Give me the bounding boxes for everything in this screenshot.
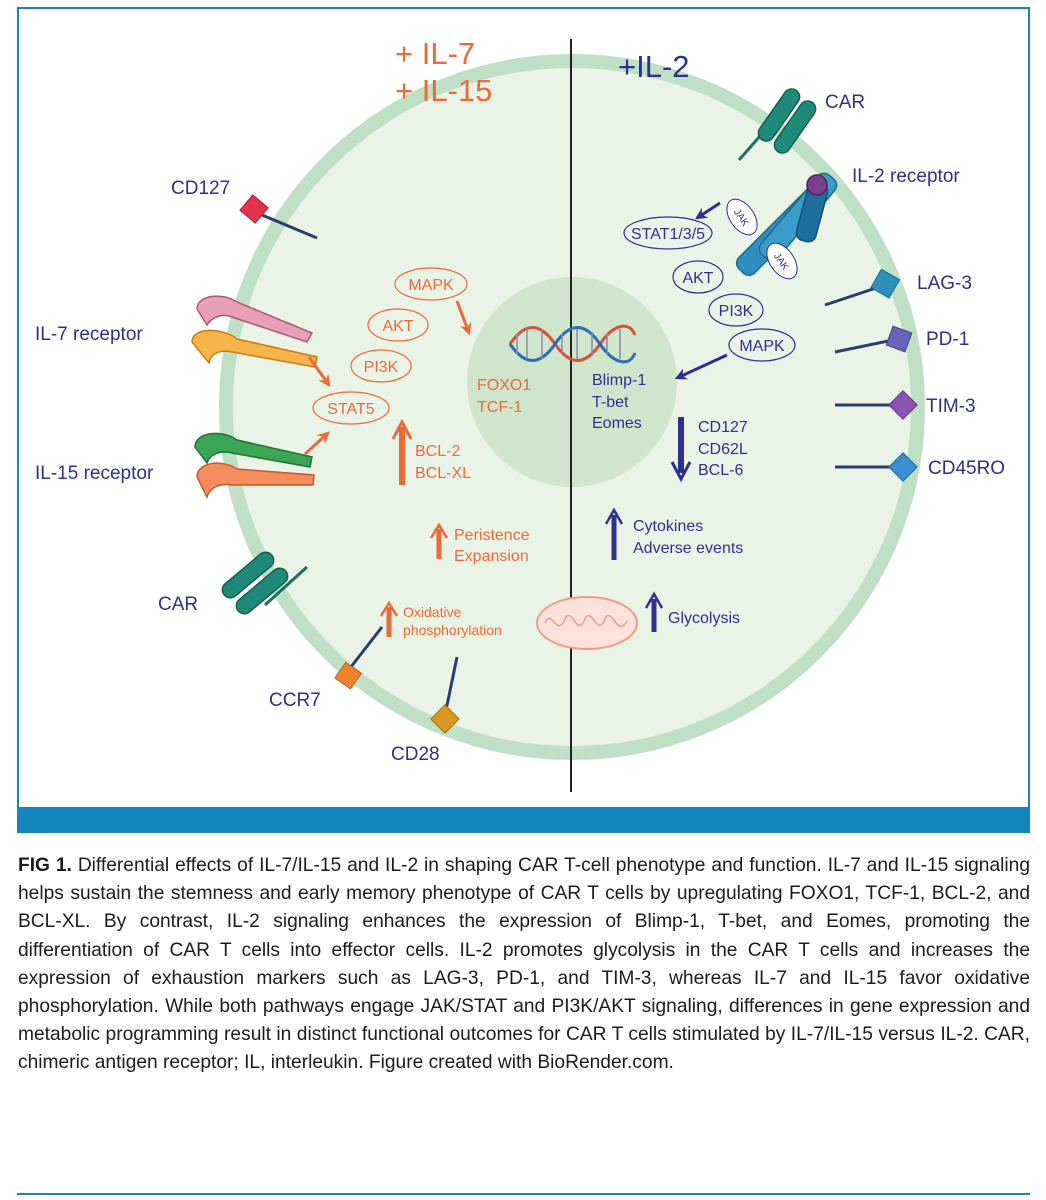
right-signal-arrows	[674, 201, 728, 380]
right-condition-label: +IL-2	[618, 49, 690, 84]
cd28-receptor-icon	[430, 656, 460, 734]
ccr7-receptor-icon	[334, 626, 384, 690]
cd62l-down-label: CD62L	[698, 441, 748, 458]
down-arrow-icon	[670, 417, 692, 483]
left-pathway-nodes	[312, 267, 468, 425]
bcl6-down-label: BCL-6	[698, 462, 743, 479]
left-stat5: STAT5	[327, 401, 375, 418]
tim3-receptor-icon	[835, 390, 918, 420]
il15-receptor-icon	[194, 432, 315, 500]
mitochondrion-icon	[536, 596, 638, 650]
cd127-receptor-icon	[239, 194, 318, 240]
il2-receptor-label: IL-2 receptor	[852, 166, 960, 187]
car-left-label: CAR	[158, 594, 198, 615]
foxo1-label: FOXO1	[477, 377, 531, 394]
cd45ro-receptor-icon	[835, 452, 918, 482]
cd45ro-label: CD45RO	[928, 458, 1005, 479]
cytokines-up-arrow-icon	[604, 507, 624, 560]
right-mapk: MAPK	[739, 338, 785, 355]
car-right-label: CAR	[825, 92, 865, 113]
cd127-down-label: CD127	[698, 419, 748, 436]
expansion-label: Expansion	[454, 548, 529, 565]
lag3-label: LAG-3	[917, 273, 972, 294]
bcl2-label: BCL-2	[415, 443, 460, 460]
pd1-receptor-icon	[834, 325, 913, 354]
adverse-events-label: Adverse events	[633, 540, 743, 557]
dna-helix-icon	[508, 324, 637, 364]
car-left-icon	[221, 551, 309, 615]
cytokines-label: Cytokines	[633, 518, 703, 535]
bottom-rule	[17, 1193, 1030, 1195]
figure-caption: FIG 1. Differential effects of IL-7/IL-1…	[18, 852, 1030, 1078]
right-stat: STAT1/3/5	[631, 226, 705, 243]
il2-receptor-icon	[735, 172, 838, 277]
panel-bottom-band	[17, 808, 1030, 833]
eomes-label: Eomes	[592, 415, 642, 432]
right-pi3k: PI3K	[719, 303, 754, 320]
car-right-icon	[737, 88, 817, 161]
tcf1-label: TCF-1	[477, 399, 522, 416]
lag3-receptor-icon	[824, 268, 901, 307]
left-mapk: MAPK	[408, 277, 454, 294]
right-akt: AKT	[682, 270, 713, 287]
tim3-label: TIM-3	[926, 396, 976, 417]
right-pathway-nodes	[623, 216, 796, 362]
oxphos-label-1: Oxidative	[403, 604, 462, 620]
oxphos-label-2: phosphorylation	[403, 622, 502, 638]
left-akt: AKT	[382, 318, 413, 335]
jak-nodes	[726, 198, 798, 280]
ccr7-label: CCR7	[269, 690, 321, 711]
il7-receptor-icon	[191, 295, 318, 368]
il7-receptor-label: IL-7 receptor	[35, 324, 143, 345]
caption-label: FIG 1.	[18, 855, 72, 876]
glycolysis-up-arrow-icon	[644, 591, 664, 632]
oxphos-up-arrow-icon	[379, 600, 399, 637]
figure-panel: + IL-7 + IL-15 +IL-2 CD127 IL-7 receptor…	[17, 7, 1030, 833]
left-pi3k: PI3K	[364, 359, 399, 376]
cd28-label: CD28	[391, 744, 440, 765]
bcl-up-arrow-icon	[391, 418, 413, 485]
glycolysis-label: Glycolysis	[668, 610, 740, 627]
cd127-label: CD127	[171, 178, 230, 199]
left-condition-line1: + IL-7	[395, 36, 475, 71]
caption-text: Differential effects of IL-7/IL-15 and I…	[18, 855, 1030, 1074]
left-signal-arrows	[303, 300, 472, 456]
persistence-label: Peristence	[454, 527, 530, 544]
pd1-label: PD-1	[926, 329, 969, 350]
persistence-up-arrow-icon	[429, 522, 449, 559]
bclxl-label: BCL-XL	[415, 465, 471, 482]
blimp1-label: Blimp-1	[592, 372, 646, 389]
left-condition-line2: + IL-15	[395, 73, 492, 108]
tbet-label: T-bet	[592, 394, 629, 411]
il15-receptor-label: IL-15 receptor	[35, 463, 154, 484]
